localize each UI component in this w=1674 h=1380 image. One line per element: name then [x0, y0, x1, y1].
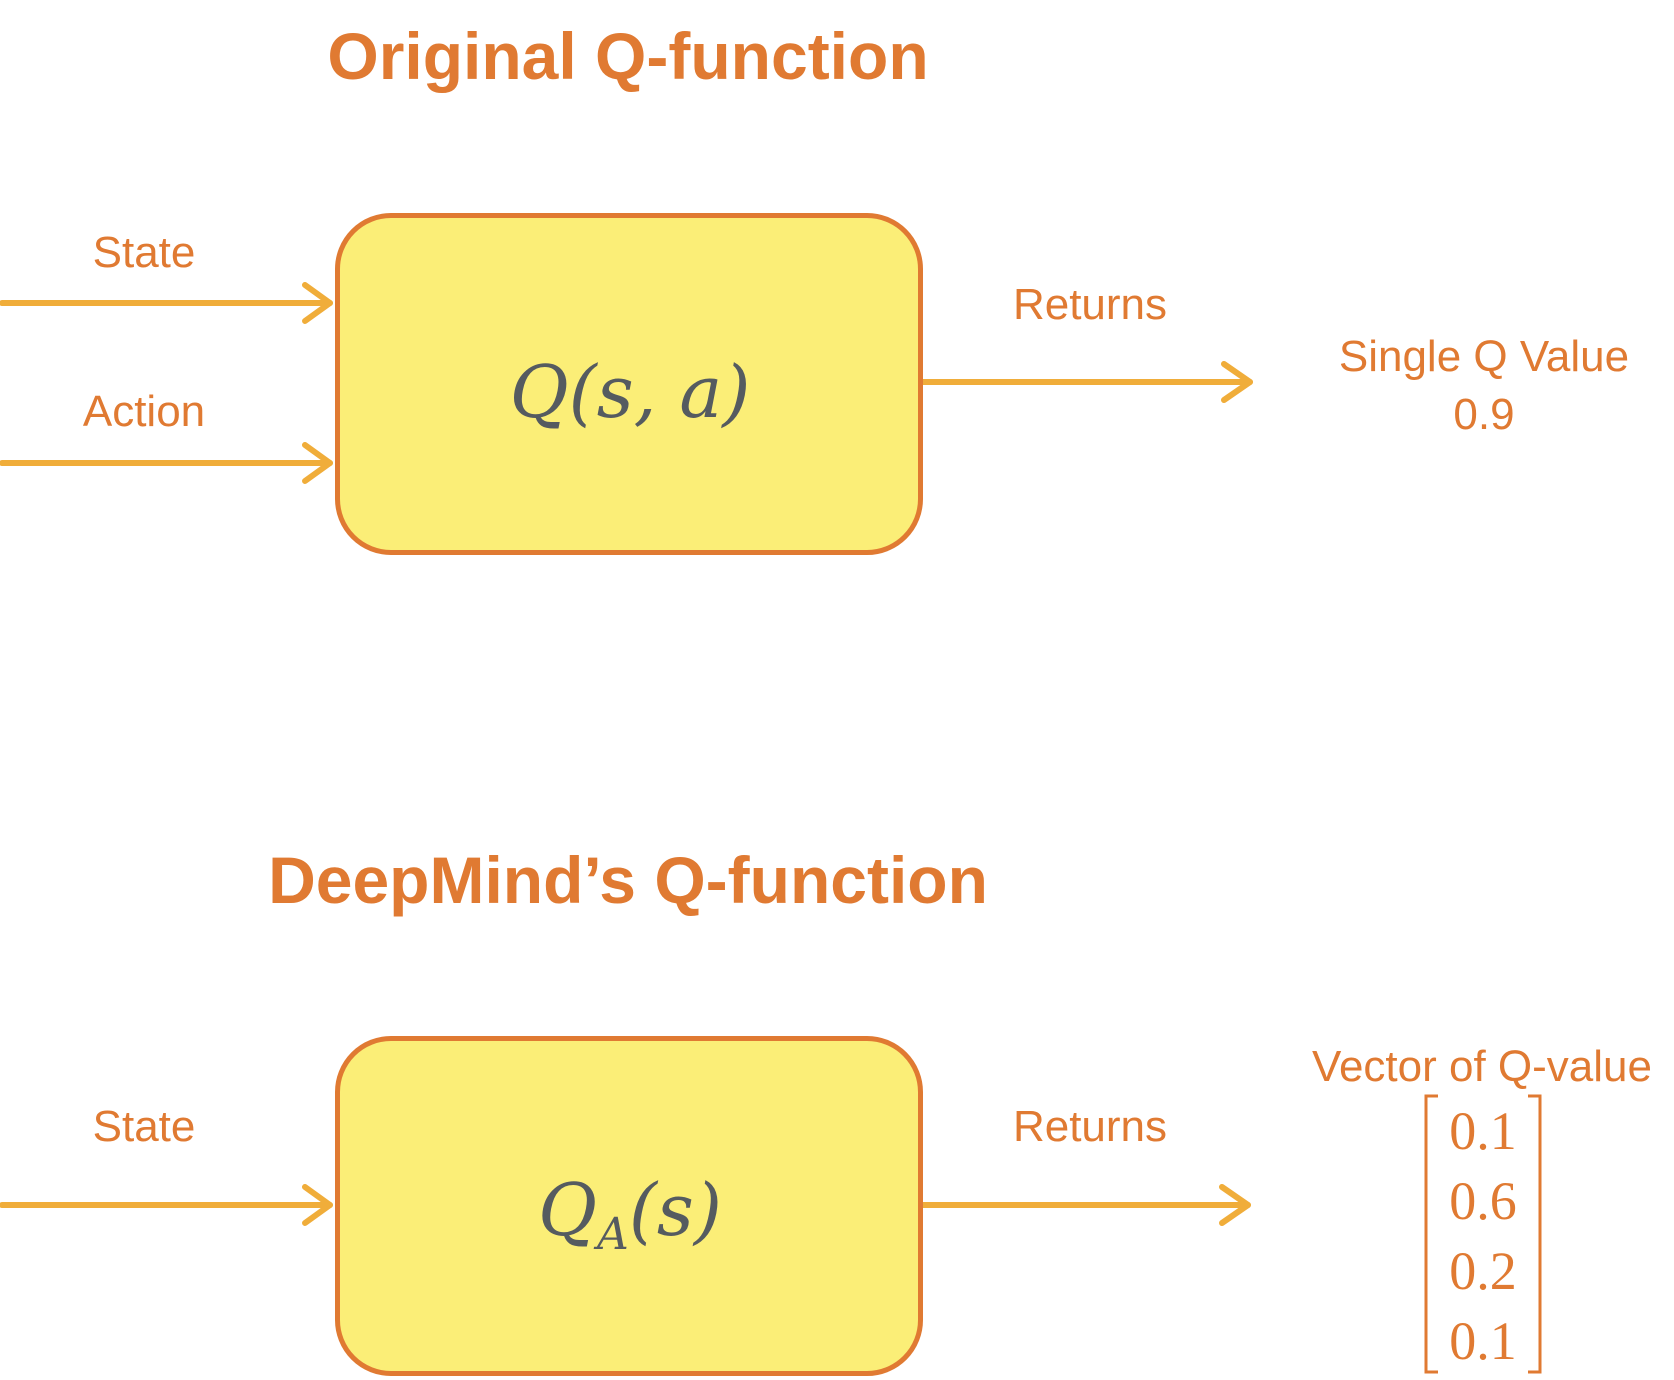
result-value-0-9: 0.9	[1453, 390, 1515, 439]
state-label-bottom: State	[92, 1102, 196, 1151]
formula-qa-s: QA(s)	[538, 1168, 722, 1260]
formula-q-symbol: Q	[509, 350, 569, 434]
vector-value: 0.1	[1449, 1311, 1517, 1371]
q-function-box-bottom	[335, 1036, 923, 1376]
title-original-q-function: Original Q-function	[327, 19, 929, 93]
vector-value: 0.6	[1449, 1171, 1517, 1231]
returns-label-top: Returns	[1012, 280, 1168, 329]
formula-args: (s)	[628, 1168, 722, 1252]
title-deepmind-q-function: DeepMind’s Q-function	[268, 843, 988, 917]
vector-brackets	[1424, 1094, 1542, 1374]
action-input-arrow-top	[0, 442, 333, 484]
state-input-arrow-top	[0, 282, 333, 324]
returns-output-arrow-top	[918, 361, 1253, 403]
formula-subscript: A	[597, 1209, 629, 1260]
result-vector-title: Vector of Q-value	[1312, 1042, 1652, 1091]
returns-output-arrow-bottom	[918, 1184, 1251, 1226]
vector-value: 0.2	[1449, 1241, 1517, 1301]
q-function-box-top	[335, 213, 923, 555]
state-input-arrow-bottom	[0, 1184, 333, 1226]
result-single-q-value: Single Q Value	[1338, 332, 1630, 381]
state-label-top: State	[92, 228, 196, 277]
action-label-top: Action	[82, 387, 206, 436]
vector-value: 0.1	[1449, 1101, 1517, 1161]
formula-q-symbol: Q	[538, 1168, 598, 1252]
returns-label-bottom: Returns	[1012, 1102, 1168, 1151]
formula-args: (s, a)	[568, 350, 751, 434]
formula-q-s-a: Q(s, a)	[510, 350, 751, 434]
